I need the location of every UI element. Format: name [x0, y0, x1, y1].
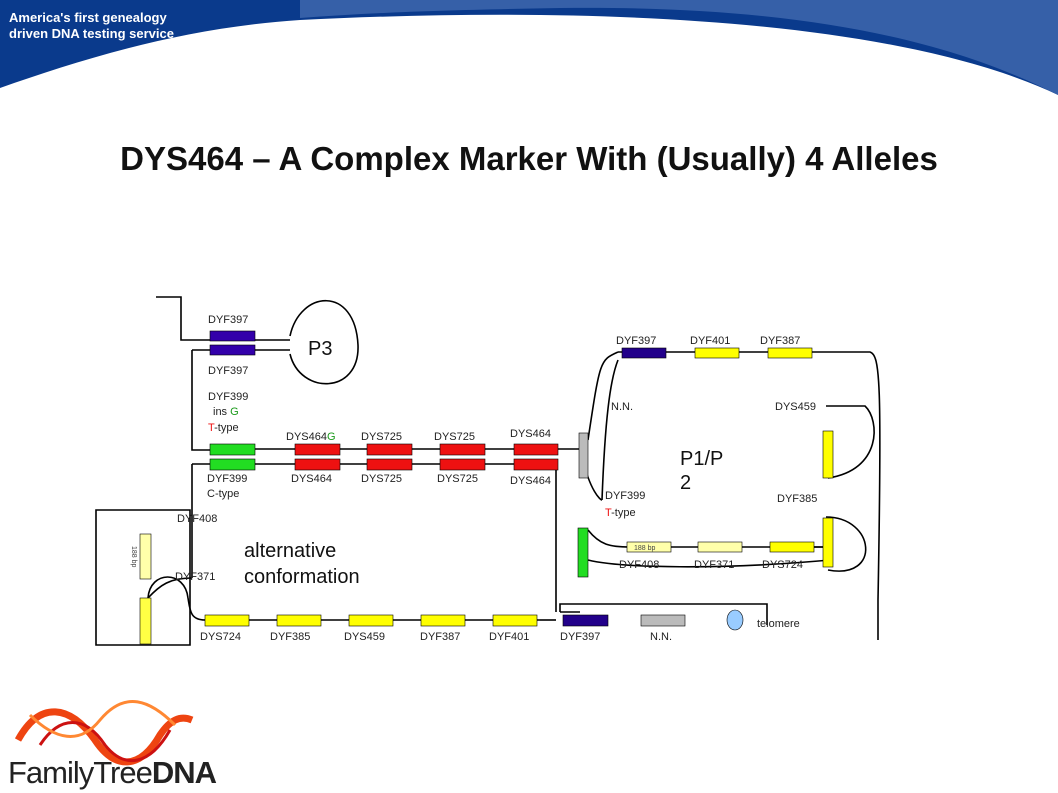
label-dyf371-right: DYF371	[694, 559, 734, 571]
logo-part1: FamilyTree	[8, 755, 153, 790]
label-dyf401-bottom: DYF401	[489, 631, 529, 643]
loop-label-p1p2-line2: 2	[680, 472, 691, 494]
marker-dys459-right	[822, 430, 834, 479]
label-dyf371-left: DYF371	[175, 571, 215, 583]
label-dyf399-right: DYF399	[605, 490, 645, 502]
header-tagline: America's first genealogy driven DNA tes…	[9, 10, 174, 41]
marker-dyf399-t	[209, 443, 256, 456]
marker-dys725-c	[366, 458, 413, 471]
label-dys459-right: DYS459	[775, 401, 816, 413]
marker-188bp-right	[626, 541, 672, 553]
marker-nn-bottom	[640, 614, 686, 627]
marker-dys464-top	[513, 443, 559, 456]
marker-dyf397-right	[621, 347, 667, 359]
label-ins-g: ins G	[213, 406, 239, 418]
alt-label-line1: alternative	[244, 540, 336, 562]
label-t-type: T-type	[208, 422, 239, 434]
label-nn-bottom: N.N.	[650, 631, 672, 643]
label-nn-right: N.N.	[611, 401, 633, 413]
label-dys464g: DYS464G	[286, 431, 336, 443]
header-banner-fade	[300, 0, 1058, 95]
page-title: DYS464 – A Complex Marker With (Usually)…	[120, 140, 938, 177]
marker-dyf397-a	[209, 330, 256, 342]
marker-dys459-bottom	[348, 614, 394, 627]
label-dyf399-ins: DYF399	[208, 391, 248, 403]
marker-188bp-left	[139, 533, 152, 580]
label-dys459-bottom: DYS459	[344, 631, 385, 643]
marker-dyf401-bottom	[492, 614, 538, 627]
dna-ribbon-icon	[14, 700, 194, 766]
header-banner	[0, 0, 1058, 95]
label-dyf401-right: DYF401	[690, 335, 730, 347]
label-dyf397-top: DYF397	[208, 314, 248, 326]
marker-dys724-bottom	[204, 614, 250, 627]
label-dyf387-right: DYF387	[760, 335, 800, 347]
label-dys464-top-right: DYS464	[510, 428, 551, 440]
marker-dys725-a	[366, 443, 413, 456]
marker-dyf399-c	[209, 458, 256, 471]
label-dys464-bottom: DYS464	[291, 473, 332, 485]
connector-lines	[95, 296, 881, 646]
marker-dys725-d	[439, 458, 486, 471]
loop-label-p1p2-line1: P1/P	[680, 448, 723, 470]
loop-label-p3: P3	[308, 338, 332, 360]
label-dyf397-below: DYF397	[208, 365, 248, 377]
marker-dyf385-right	[822, 517, 834, 568]
alt-label-line2: conformation	[244, 566, 360, 588]
label-c-type: C-type	[207, 488, 239, 500]
marker-gray-vertical	[578, 432, 589, 479]
label-dys724-right: DYS724	[762, 559, 803, 571]
marker-dys725-b	[439, 443, 486, 456]
label-dys464-bottom-right: DYS464	[510, 475, 551, 487]
marker-dyf387-right	[767, 347, 813, 359]
brand-logo: FamilyTreeDNA	[8, 755, 217, 791]
marker-dys724-right	[769, 541, 815, 553]
label-t-type-right: T-type	[605, 507, 636, 519]
label-dyf385-right: DYF385	[777, 493, 817, 505]
label-dys724-bottom: DYS724	[200, 631, 241, 643]
logo-part2: DNA	[151, 755, 217, 790]
label-dys725-c: DYS725	[361, 473, 402, 485]
label-dyf408-right: DYF408	[619, 559, 659, 571]
marker-dys464g	[294, 443, 341, 456]
marker-green-vertical	[577, 527, 589, 578]
label-telomere: telomere	[757, 618, 800, 630]
label-188bp-right: 188 bp	[634, 545, 656, 552]
label-188bp-left: 188 bp	[130, 546, 137, 568]
label-dyf385-bottom: DYF385	[270, 631, 310, 643]
marker-dys464-bottom	[294, 458, 341, 471]
label-dyf387-bottom: DYF387	[420, 631, 460, 643]
telomere-icon	[726, 609, 744, 631]
label-dys725-d: DYS725	[437, 473, 478, 485]
marker-dyf387-bottom	[420, 614, 466, 627]
marker-dyf385-bottom	[276, 614, 322, 627]
label-dyf399-c: DYF399	[207, 473, 247, 485]
marker-dyf397-bottom	[562, 614, 609, 627]
marker-dys464-bottom-right	[513, 458, 559, 471]
label-dyf408-left: DYF408	[177, 513, 217, 525]
label-dys725-b: DYS725	[434, 431, 475, 443]
marker-dyf371-right	[697, 541, 743, 553]
marker-dyf371-left	[139, 597, 152, 645]
marker-dyf397-b	[209, 344, 256, 356]
label-dys725-a: DYS725	[361, 431, 402, 443]
label-dyf397-bottom: DYF397	[560, 631, 600, 643]
label-dyf397-right: DYF397	[616, 335, 656, 347]
marker-dyf401-right	[694, 347, 740, 359]
